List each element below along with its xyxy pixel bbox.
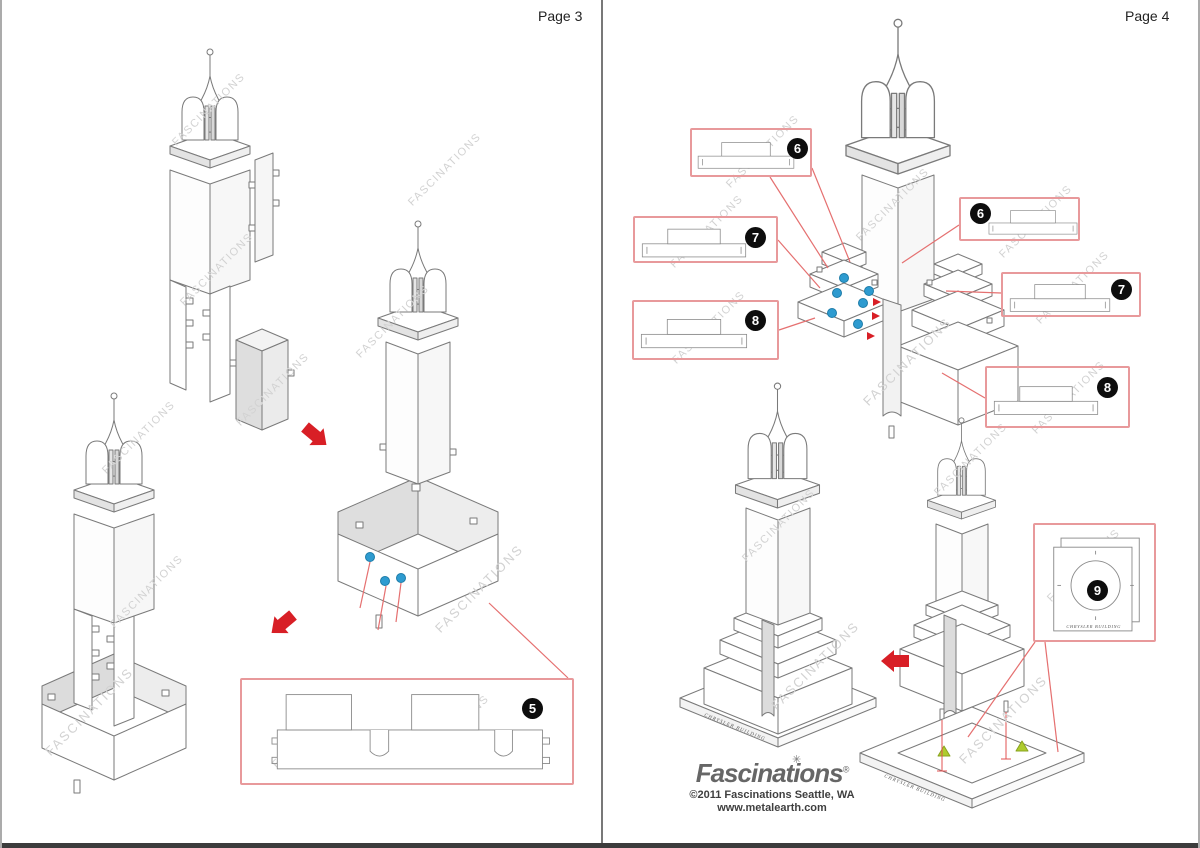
bottom-border — [2, 843, 1198, 848]
part-8-diagram — [640, 319, 748, 349]
tab-dots — [365, 552, 406, 586]
part-6-number: 6 — [970, 203, 991, 224]
part-6-number: 6 — [787, 138, 808, 159]
part-5-diagram — [271, 694, 550, 770]
part-9-callout: CHRYSLER BUILDING — [1033, 523, 1156, 642]
insert-direction-arrows — [867, 298, 881, 340]
part-7-callout-right — [1001, 272, 1141, 317]
copyright-line: ©2011 Fascinations Seattle, WA — [689, 789, 855, 801]
part-6-diagram — [697, 142, 795, 169]
illustration-tower-with-loose-wall-panels — [169, 48, 295, 431]
registered-mark: ® — [842, 764, 850, 775]
part-8-callout-left — [632, 300, 779, 360]
part-8-callout-right — [985, 366, 1130, 428]
page3-label: Page 3 — [538, 8, 583, 24]
part-6-diagram — [988, 210, 1078, 235]
part-8-number: 8 — [745, 310, 766, 331]
part-9-diagram: CHRYSLER BUILDING — [1053, 537, 1140, 632]
part-5-callout — [240, 678, 574, 785]
illustration-completed-building: CHRYSLER BUILDING — [679, 382, 877, 748]
part-6-callout-left — [690, 128, 812, 177]
brand-logo: Fascinations® — [688, 760, 856, 786]
part-7-number: 7 — [745, 227, 766, 248]
part-7-callout-left — [633, 216, 778, 263]
illustration-tower-inserting-into-base-box — [337, 220, 499, 629]
part-7-number: 7 — [1111, 279, 1132, 300]
base-plate-label: CHRYSLER BUILDING — [1066, 624, 1121, 629]
part-5-number: 5 — [522, 698, 543, 719]
brand-logo-text: Fascinations — [695, 758, 844, 788]
slot-triangles — [937, 740, 1029, 757]
part-6-callout-right — [959, 197, 1080, 241]
page-divider — [601, 0, 603, 843]
brand-block: ✳ Fascinations® ©2011 Fascinations Seatt… — [688, 754, 856, 814]
page4-label: Page 4 — [1125, 8, 1170, 24]
part-9-number: 9 — [1087, 580, 1108, 601]
part-7-diagram — [1009, 284, 1111, 312]
illustration-assembled-tower-with-base — [41, 392, 187, 794]
website-url: www.metalearth.com — [717, 802, 827, 814]
part-8-number: 8 — [1097, 377, 1118, 398]
tab-dots — [827, 273, 874, 329]
fascinations-watermark: FASCINATIONS — [406, 130, 484, 209]
logo-flower-icon: ✳ — [792, 754, 802, 766]
part-8-diagram — [993, 386, 1099, 415]
part-7-diagram — [641, 228, 747, 258]
